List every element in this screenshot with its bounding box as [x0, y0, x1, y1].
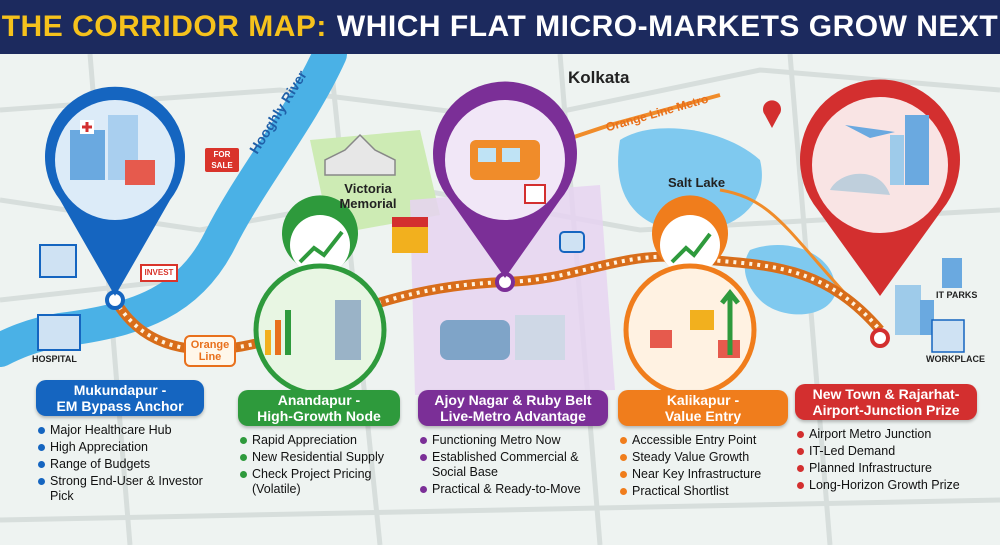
- market-point: Functioning Metro Now: [418, 433, 608, 448]
- victoria-memorial-icon: [324, 133, 396, 176]
- title-main: WHICH FLAT MICRO-MARKETS GROW NEXT: [336, 10, 999, 43]
- city-map: [0, 54, 1000, 545]
- node-new-town: [870, 328, 890, 348]
- landmark-label: Victoria Memorial: [339, 181, 397, 211]
- market-point: IT-Led Demand: [795, 444, 977, 459]
- market-point: Major Healthcare Hub: [36, 423, 204, 438]
- title-banner: THE CORRIDOR MAP: WHICH FLAT MICRO-MARKE…: [0, 0, 1000, 54]
- market-card-new-town: New Town & Rajarhat- Airport-Junction Pr…: [795, 384, 977, 495]
- market-card-ajoy-nagar: Ajoy Nagar & Ruby Belt Live-Metro Advant…: [418, 390, 608, 499]
- market-title: New Town & Rajarhat- Airport-Junction Pr…: [795, 384, 977, 420]
- market-points: Accessible Entry Point Steady Value Grow…: [618, 433, 788, 499]
- shop-icon: [392, 217, 428, 253]
- market-points: Functioning Metro Now Established Commer…: [418, 433, 608, 497]
- market-point: Practical Shortlist: [618, 484, 788, 499]
- market-point: Check Project Pricing (Volatile): [238, 467, 400, 497]
- market-point: Strong End-User & Investor Pick: [36, 474, 204, 504]
- market-title: Anandapur - High-Growth Node: [238, 390, 400, 426]
- market-card-kalikapur: Kalikapur - Value Entry Accessible Entry…: [618, 390, 788, 501]
- salt-lake: [618, 128, 762, 232]
- it-parks-label: IT PARKS: [936, 290, 978, 300]
- market-point: Planned Infrastructure: [795, 461, 977, 476]
- invest-sign: INVEST: [140, 264, 178, 282]
- lake-label: Salt Lake: [668, 175, 726, 190]
- for-sale-sign: FOR SALE: [205, 148, 239, 172]
- market-title: Mukundapur - EM Bypass Anchor: [36, 380, 204, 416]
- title-accent: THE CORRIDOR MAP:: [1, 10, 327, 43]
- medical-kit-icon: [559, 231, 585, 253]
- pin-kalikapur: [623, 195, 757, 397]
- city-label: Kolkata: [568, 68, 630, 87]
- market-point: Near Key Infrastructure: [618, 467, 788, 482]
- market-point: Long-Horizon Growth Prize: [795, 478, 977, 493]
- market-point: Airport Metro Junction: [795, 427, 977, 442]
- market-point: Steady Value Growth: [618, 450, 788, 465]
- pin-ajoy-nagar: [432, 81, 577, 360]
- orange-line-tag: Orange Line: [184, 335, 236, 367]
- pin-anandapur: [253, 195, 387, 397]
- market-card-mukundapur: Mukundapur - EM Bypass Anchor Major Heal…: [36, 380, 204, 506]
- market-point: Rapid Appreciation: [238, 433, 400, 448]
- it-parks-icon: [895, 258, 965, 353]
- map-pin-icon: [762, 100, 781, 128]
- market-point: New Residential Supply: [238, 450, 400, 465]
- market-point: Practical & Ready-to-Move: [418, 482, 608, 497]
- market-point: High Appreciation: [36, 440, 204, 455]
- hospital-label: HOSPITAL: [32, 354, 77, 364]
- market-point: Range of Budgets: [36, 457, 204, 472]
- market-card-anandapur: Anandapur - High-Growth Node Rapid Appre…: [238, 390, 400, 499]
- pin-new-town: [799, 79, 960, 296]
- market-points: Airport Metro Junction IT-Led Demand Pla…: [795, 427, 977, 493]
- workplace-label: WORKPLACE: [926, 354, 985, 364]
- market-point: Accessible Entry Point: [618, 433, 788, 448]
- market-title: Ajoy Nagar & Ruby Belt Live-Metro Advant…: [418, 390, 608, 426]
- market-points: Rapid Appreciation New Residential Suppl…: [238, 433, 400, 497]
- market-point: Established Commercial & Social Base: [418, 450, 608, 480]
- market-title: Kalikapur - Value Entry: [618, 390, 788, 426]
- market-points: Major Healthcare Hub High Appreciation R…: [36, 423, 204, 504]
- pin-mukundapur: [45, 86, 186, 296]
- hospital-icon: [37, 244, 81, 351]
